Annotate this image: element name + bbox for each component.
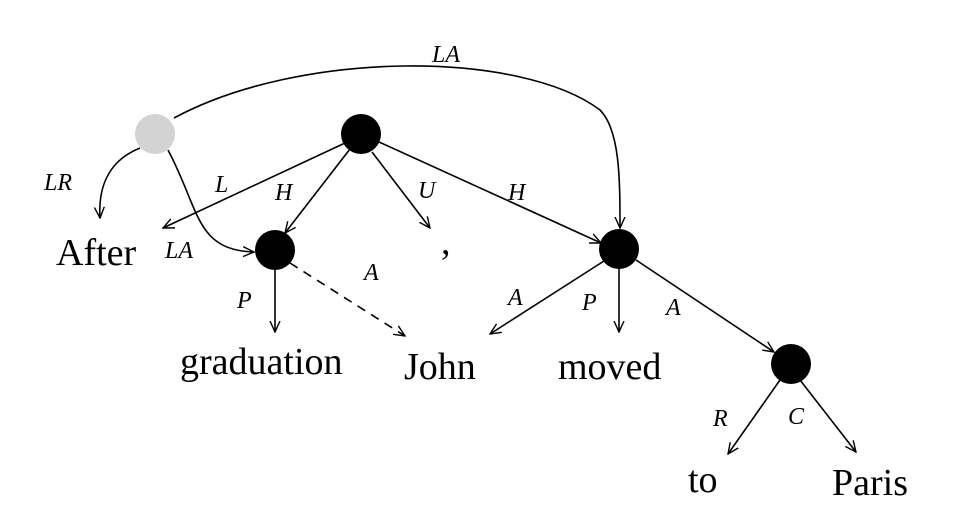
edge-lr [100, 147, 141, 218]
label-c: C [788, 404, 805, 430]
edge-a-paris [635, 259, 774, 352]
label-h-left: H [274, 180, 294, 206]
paris-unit-node [771, 344, 811, 384]
word-after: After [56, 232, 137, 274]
label-p-graduation: P [236, 288, 252, 314]
edge-l [163, 142, 346, 229]
word-paris: Paris [832, 462, 908, 504]
word-comma: , [441, 221, 451, 263]
edge-u [371, 151, 430, 228]
edge-la-side [167, 149, 254, 252]
edge-h-right [378, 141, 601, 244]
edge-r [728, 379, 781, 454]
label-a-dashed: A [362, 260, 379, 286]
word-to: to [688, 459, 718, 501]
label-la-top: LA [431, 42, 460, 68]
label-a-john: A [506, 285, 523, 311]
label-r: R [712, 406, 728, 432]
label-a-paris: A [664, 295, 681, 321]
label-u: U [418, 178, 437, 204]
label-h-right: H [507, 180, 527, 206]
word-graduation: graduation [180, 341, 343, 383]
word-john: John [404, 346, 476, 388]
edge-a-john [490, 260, 605, 334]
root-node [341, 114, 381, 154]
scene-after-node [255, 230, 295, 270]
scene-moved-node [599, 229, 639, 269]
edge-la-top [173, 65, 620, 228]
implicit-node [135, 114, 175, 154]
edge-h-left [285, 148, 351, 233]
edge-c [799, 379, 856, 452]
label-l: L [214, 172, 228, 198]
word-moved: moved [558, 346, 661, 388]
edge-a-dashed [289, 262, 405, 336]
label-p-moved: P [581, 290, 597, 316]
label-lr: LR [43, 170, 72, 196]
label-la-side: LA [164, 238, 193, 264]
